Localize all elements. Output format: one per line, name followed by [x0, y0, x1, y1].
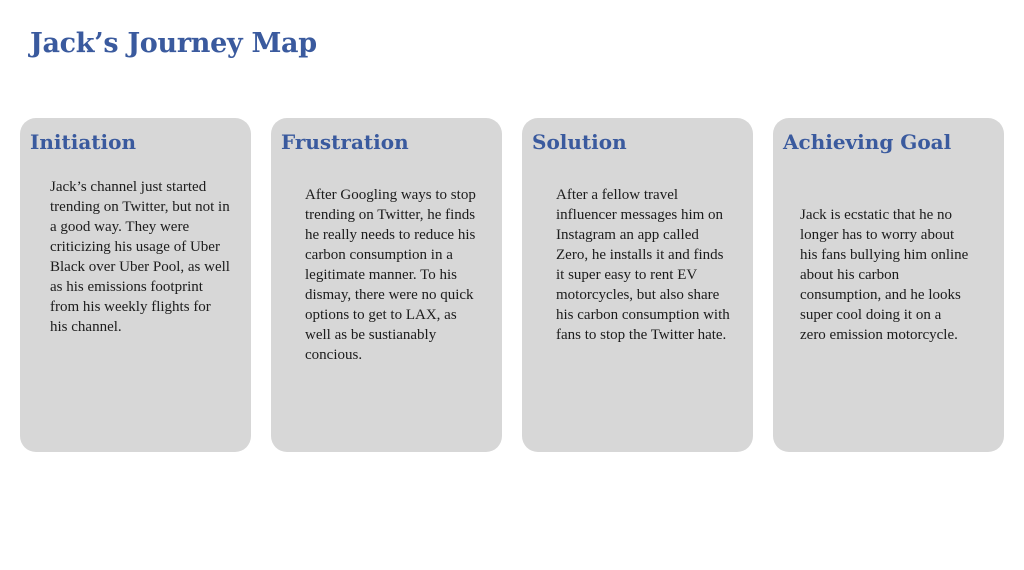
stage-description: After Googling ways to stop trending on …	[305, 187, 476, 363]
stage-card-solution: Solution After a fellow travel influence…	[522, 118, 753, 452]
stage-card-initiation: Initiation Jack’s channel just started t…	[20, 118, 251, 452]
stage-heading: Solution	[532, 130, 627, 154]
stage-description: Jack’s channel just started trending on …	[50, 179, 230, 335]
stage-card-frustration: Frustration After Googling ways to stop …	[271, 118, 502, 452]
stage-description: After a fellow travel influencer message…	[556, 187, 730, 343]
stage-heading: Frustration	[281, 130, 409, 154]
page-title: Jack’s Journey Map	[30, 28, 317, 59]
stage-heading: Achieving Goal	[783, 130, 952, 154]
stage-heading: Initiation	[30, 130, 137, 154]
stage-card-achieving-goal: Achieving Goal Jack is ecstatic that he …	[773, 118, 1004, 452]
stage-description: Jack is ecstatic that he no longer has t…	[800, 207, 969, 343]
